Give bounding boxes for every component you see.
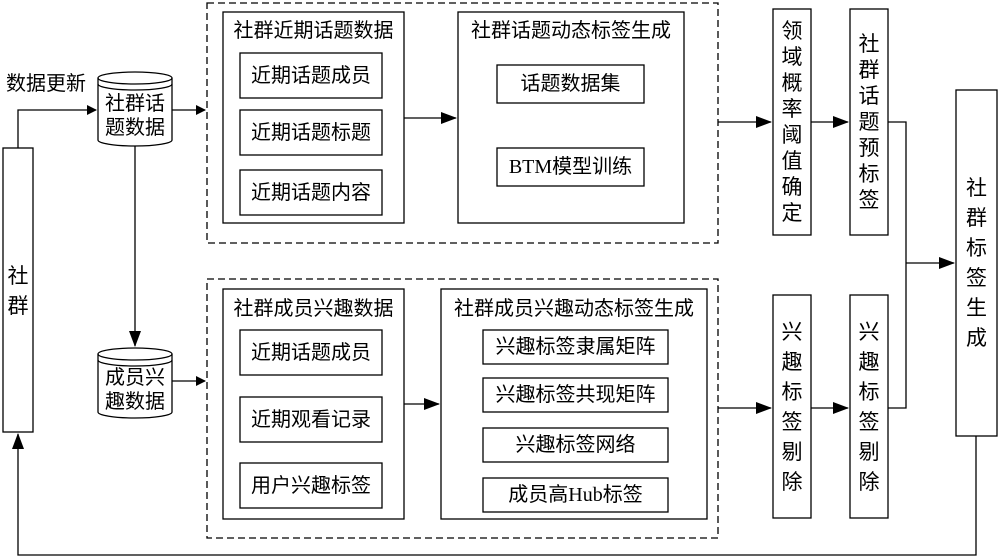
pre-label-label: 社群话题预标签 bbox=[858, 32, 880, 212]
interest-gen-group-title: 社群成员兴趣动态标签生成 bbox=[454, 298, 694, 320]
community-label: 社群 bbox=[7, 264, 29, 318]
topic-dashed-container bbox=[206, 2, 719, 244]
topic-gen-item: 话题数据集 bbox=[520, 73, 621, 95]
data-update-label: 数据更新 bbox=[6, 73, 86, 95]
remove1-box bbox=[772, 294, 812, 519]
interest-gen-item: 成员高Hub标签 bbox=[508, 484, 643, 506]
topic-data-item: 近期话题标题 bbox=[251, 121, 371, 144]
interest-data-item: 用户兴趣标签 bbox=[251, 474, 371, 497]
interest-data-item: 近期观看记录 bbox=[251, 408, 371, 431]
topic-gen-item: BTM模型训练 bbox=[508, 156, 633, 178]
interest-data-item: 近期话题成员 bbox=[251, 341, 371, 364]
topic-data-group-title: 社群近期话题数据 bbox=[233, 20, 394, 42]
final-label: 社群标签生成 bbox=[966, 176, 987, 350]
threshold-label: 领域概率阈值确定 bbox=[781, 19, 803, 225]
interest-data-group-title: 社群成员兴趣数据 bbox=[233, 298, 394, 320]
topic-data-item: 近期话题内容 bbox=[251, 181, 371, 204]
topic-gen-group-title: 社群话题动态标签生成 bbox=[471, 20, 671, 42]
remove1-label: 兴趣标签剔除 bbox=[781, 319, 803, 494]
interest-database-cylinder bbox=[97, 347, 173, 419]
topic-database-label: 社群话题数据 bbox=[105, 93, 165, 139]
topic-database-cylinder bbox=[97, 71, 173, 147]
interest-database-label: 成员兴趣数据 bbox=[105, 367, 165, 413]
interest-gen-item: 兴趣标签隶属矩阵 bbox=[495, 336, 656, 358]
interest-gen-item: 兴趣标签共现矩阵 bbox=[495, 384, 656, 406]
topic-gen-group-box bbox=[457, 11, 685, 224]
interest-gen-group-box bbox=[440, 288, 708, 520]
remove2-box bbox=[849, 294, 889, 519]
remove2-label: 兴趣标签剔除 bbox=[858, 319, 880, 494]
topic-data-item: 近期话题成员 bbox=[251, 64, 371, 87]
interest-gen-item: 兴趣标签网络 bbox=[515, 434, 636, 456]
